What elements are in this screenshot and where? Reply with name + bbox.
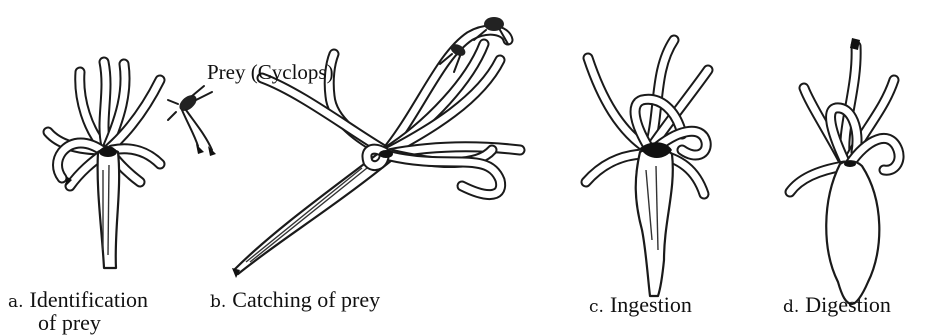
hydra-d-body <box>826 161 879 304</box>
caption-d-letter: d. <box>783 297 799 317</box>
hydra-c <box>586 40 708 296</box>
caption-a-letter: a. <box>8 292 24 312</box>
caption-c-text: Ingestion <box>610 292 692 317</box>
caption-d-text: Digestion <box>805 292 891 317</box>
caption-a-line2-wrap: of prey <box>38 311 101 335</box>
hydra-b-tentacles <box>262 30 520 194</box>
hydra-d <box>790 38 899 304</box>
caption-b-letter: b. <box>210 292 226 312</box>
prey-cyclops <box>168 86 216 156</box>
prey-label: Prey (Cyclops) <box>207 60 334 85</box>
hydra-b <box>232 17 520 278</box>
caption-c: c. Ingestion <box>589 293 692 319</box>
hydra-c-body <box>636 149 673 296</box>
caption-c-letter: c. <box>589 297 604 317</box>
caption-d: d. Digestion <box>783 293 891 319</box>
caption-a-line2: of prey <box>38 310 101 335</box>
caption-b: b. Catching of prey <box>210 288 380 314</box>
hydra-a <box>48 62 160 268</box>
caption-b-text: Catching of prey <box>232 287 380 312</box>
caption-a-line1: Identification <box>30 287 149 312</box>
